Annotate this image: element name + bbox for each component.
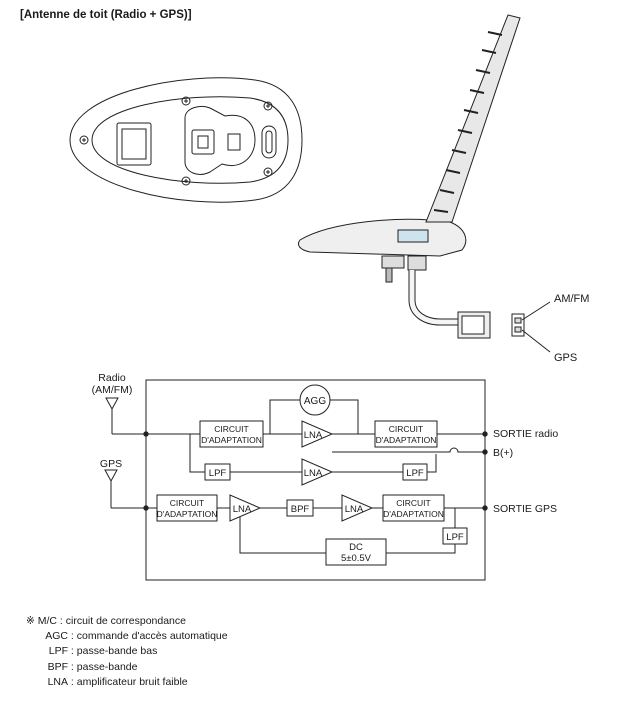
block-diagram [104,379,488,581]
radio-out-adapter-line2: D'ADAPTATION [376,435,437,445]
abbreviation-legend: ※ M/C : circuit de correspondance AGC : … [26,614,228,690]
dc-voltage-label: 5±0.5V [341,553,372,564]
legend-abbr: BPF [47,660,68,673]
radio-input-label-band: (AM/FM) [92,384,133,396]
legend-row: LPF : passe-bande bas [26,644,228,659]
gps-in-adapter-line1: CIRCUIT [170,498,204,508]
radio-input-label: Radio [98,372,126,384]
gps-out-adapter-line2: D'ADAPTATION [383,509,444,519]
antenna-top-view [69,77,303,203]
gps-connector-label: GPS [554,352,577,364]
radio-lpf-out-label: LPF [406,468,424,479]
legend-abbr: LPF [48,645,68,658]
legend-desc: amplificateur bruit faible [76,675,188,688]
legend-row: AGC : commande d'accès automatique [26,629,228,644]
gps-input-label: GPS [100,458,122,470]
radio-out-adapter-line1: CIRCUIT [389,424,423,434]
gps-lna-1-label: LNA [233,504,252,515]
reference-mark: ※ [26,615,35,627]
legend-row: BPF : passe-bande [26,660,228,675]
gps-in-adapter-line2: D'ADAPTATION [157,509,218,519]
gps-output-label: SORTIE GPS [493,503,557,515]
legend-abbr: M/C [37,615,57,627]
agg-block-label: AGG [304,396,326,407]
legend-desc: circuit de correspondance [65,615,186,627]
gps-lna-2-label: LNA [345,504,364,515]
power-output-label: B(+) [493,447,513,459]
antenna-side-view [297,14,551,353]
radio-lpf-in-label: LPF [209,468,227,479]
gps-out-adapter-line1: CIRCUIT [396,498,430,508]
gps-lpf-label: LPF [446,532,464,543]
page-title: [Antenne de toit (Radio + GPS)] [20,9,192,21]
legend-desc: passe-bande [76,660,138,673]
radio-in-adapter-line1: CIRCUIT [214,424,248,434]
radio-in-adapter-line2: D'ADAPTATION [201,435,262,445]
bpf-label: BPF [291,504,310,515]
am-fm-connector-label: AM/FM [554,293,589,305]
legend-abbr: AGC [45,630,68,643]
radio-lna-label: LNA [304,430,323,441]
legend-desc: passe-bande bas [76,645,158,658]
radio-output-label: SORTIE radio [493,428,558,440]
radio-lpf-lna-label: LNA [304,468,323,479]
legend-row: ※ M/C : circuit de correspondance [26,615,186,627]
legend-abbr: LNA [47,675,68,688]
legend-row: LNA : amplificateur bruit faible [26,675,228,690]
legend-desc: commande d'accès automatique [76,630,228,643]
dc-block-label: DC [349,542,363,553]
